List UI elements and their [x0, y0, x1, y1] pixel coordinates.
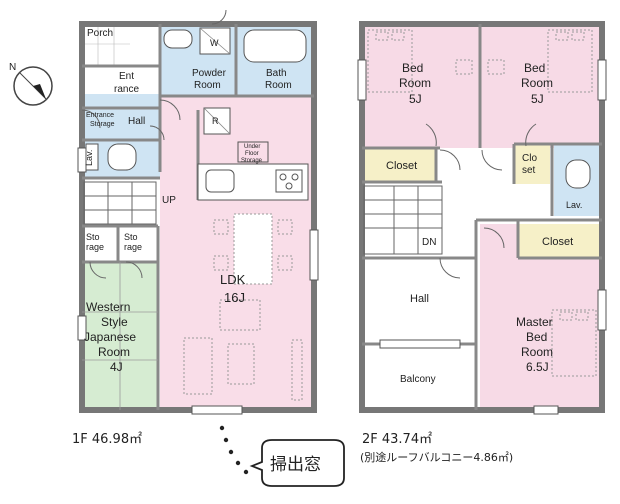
closet-small-label-1: Clo [522, 153, 537, 164]
toilet-2f-icon [565, 159, 591, 189]
roof-balcony-note: (別途ルーフバルコニー4.86㎡) [360, 450, 513, 464]
stair-up-label: UP [162, 195, 176, 206]
master-bed-label-1: Master [516, 315, 553, 329]
compass-icon: N [9, 62, 53, 106]
bath-room-label-1: Bath [266, 68, 287, 79]
powder-sink-icon [163, 29, 193, 49]
bed-room-right-label-3: 5J [531, 92, 544, 106]
master-bed-label-4: 6.5J [526, 360, 549, 374]
bath-room-label-2: Room [265, 80, 292, 91]
closet-left-label: Closet [386, 160, 417, 172]
storage-a-label-2: rage [86, 242, 104, 252]
entrance-label-2: rance [114, 84, 139, 95]
storage-a-label-1: Sto [86, 232, 100, 242]
bed-room-right-label-2: Room [521, 76, 553, 90]
kitchen-sink-icon [205, 169, 235, 193]
closet-small-label-2: set [522, 165, 536, 176]
balcony-label: Balcony [400, 374, 436, 385]
japanese-room-label-3: Japanese [84, 330, 136, 344]
master-bed-label-3: Room [521, 345, 553, 359]
sweep-window-label: 掃出窓 [270, 455, 321, 475]
underfloor-label-1: Under [244, 144, 260, 150]
closet-master-label: Closet [542, 236, 573, 248]
floor2-area-label: 2F 43.74㎡ [362, 432, 432, 447]
japanese-room-label-4: Room [98, 345, 130, 359]
japanese-room-label-1: Western [86, 300, 130, 314]
sweep-window-callout: 掃出窓 [219, 425, 345, 487]
entrance-storage-label-2: Storage [90, 121, 115, 128]
floor1-area-label: 1F 46.98㎡ [72, 432, 142, 447]
entrance-label-1: Ent [119, 71, 134, 82]
washer-mark: W [210, 38, 219, 48]
dining-set [213, 213, 293, 285]
bed-right [487, 29, 593, 93]
underfloor-label-2: Floor [245, 151, 259, 157]
first-floor-plan: Porch Ent rance Entrance Storage Hall Po… [77, 9, 319, 415]
bed-room-left-label-1: Bed [402, 61, 423, 75]
ldk-label-1: LDK [220, 272, 246, 287]
living-set [183, 299, 303, 401]
second-floor-plan: Bed Room 5J Bed Room 5J Closet Clo set L… [357, 21, 607, 415]
hall-1f-label: Hall [128, 116, 145, 127]
compass-north-mark: N [9, 62, 16, 73]
underfloor-storage-hatch [237, 141, 269, 163]
powder-room-label-1: Powder [192, 68, 227, 79]
bed-room-left-label-3: 5J [409, 92, 422, 106]
japanese-room-label-5: 4J [110, 360, 123, 374]
japanese-room-label-2: Style [101, 315, 128, 329]
entrance-storage-label-1: Entrance [86, 112, 114, 119]
lav-2f-label: Lav. [566, 200, 582, 210]
powder-room-label-2: Room [194, 80, 221, 91]
bed-room-left-label-2: Room [399, 76, 431, 90]
storage-b-label-2: rage [124, 242, 142, 252]
cooktop-icon [275, 169, 303, 193]
lav-1f-label: Lav. [84, 150, 94, 166]
bed-room-right-label-1: Bed [524, 61, 545, 75]
stair-down-label: DN [422, 237, 436, 248]
toilet-icon [107, 143, 137, 171]
fridge-mark: R [212, 116, 219, 126]
bed-master [551, 309, 597, 377]
master-bed-label-2: Bed [526, 330, 547, 344]
bed-left [367, 29, 473, 93]
bathtub-icon [243, 29, 307, 63]
ldk-label-2: 16J [224, 290, 245, 305]
hall-2f-label: Hall [410, 293, 429, 305]
underfloor-label-3: Storage [241, 158, 263, 164]
porch-label: Porch [87, 28, 113, 39]
storage-b-label-1: Sto [124, 232, 138, 242]
